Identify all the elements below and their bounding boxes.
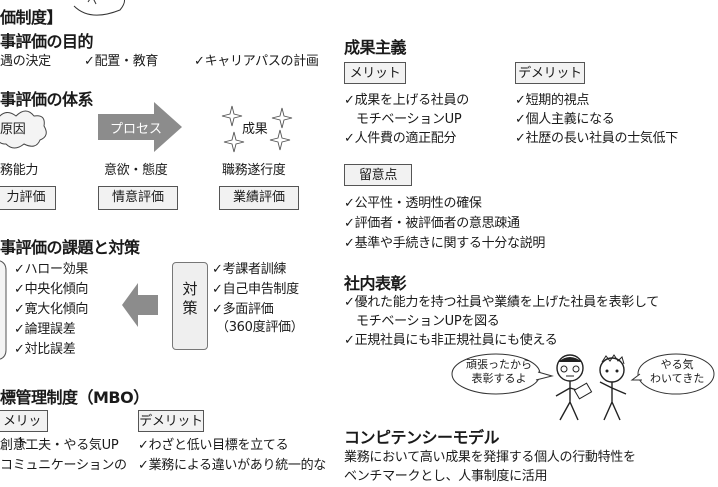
boss-figure-icon: [555, 354, 593, 421]
speech-bubble-left-shape: [451, 353, 554, 395]
hyosho-item: ✓正規社員にも非正規社員にも使える: [344, 333, 558, 348]
measure-item: ✓考課者訓練: [212, 262, 287, 277]
page-header-partial: 価制度】: [0, 8, 63, 27]
seika-demerit-item: ✓個人主義になる: [515, 112, 615, 127]
competency-title: コンピテンシーモデル: [344, 428, 500, 447]
measure-item: ✓自己申告制度: [212, 282, 299, 297]
system-column-label: 務能力: [0, 163, 39, 178]
cause-cloud-shape: [0, 110, 47, 149]
speech-bubble-left-line: 頑張ったから: [466, 358, 532, 371]
performance-evaluation-box: 業績評価: [219, 186, 299, 210]
seika-note-item: ✓基準や手続きに関する十分な説明: [344, 236, 546, 251]
problem-item: ✓対比誤差: [14, 342, 76, 357]
hyosho-item: ✓優れた能力を持つ社員や業績を上げた社員を表彰して: [344, 295, 660, 310]
measure-item: ✓多面評価: [212, 302, 274, 317]
seika-notes-label: 留意点: [344, 164, 412, 186]
decorative-bubble-icon: [73, 0, 125, 16]
speech-bubble-right-line: わいてきた: [650, 372, 705, 385]
mbo-title: 標管理制度（MBO）: [0, 388, 149, 407]
seika-note-item: ✓公平性・透明性の確保: [344, 196, 482, 211]
issues-title: 事評価の課題と対策: [0, 238, 140, 257]
ability-evaluation-box: 力評価: [0, 186, 56, 210]
mbo-demerit-label: デメリット: [138, 410, 204, 432]
seika-demerit-item: ✓社歴の長い社員の士気低下: [515, 131, 678, 146]
seika-merit-label: メリット: [344, 62, 406, 84]
problem-item: ✓ハロー効果: [14, 262, 89, 277]
purpose-item: ✓配置・教育: [84, 54, 159, 69]
seika-demerit-label: デメリット: [515, 62, 585, 84]
competency-line: 業務において高い成果を発揮する個人の行動特性を: [344, 450, 636, 465]
seika-note-item: ✓評価者・被評価者の意思疎通: [344, 216, 520, 231]
problem-item: ✓論理誤差: [14, 322, 76, 337]
left-arrow-shape: [122, 283, 158, 327]
seika-title: 成果主義: [344, 38, 407, 57]
mbo-demerit-item: ✓わざと低い目標を立てる: [138, 438, 289, 453]
purpose-item: 遇の決定: [0, 54, 51, 69]
process-label: プロセス: [110, 122, 163, 137]
sparkle-icon: [221, 105, 293, 153]
speech-bubble-right-shape: [630, 353, 715, 395]
measures-label-box: 対策: [172, 262, 208, 350]
speech-bubble-right-line: やる気: [660, 358, 694, 371]
seika-merit-item: ✓人件費の適正配分: [344, 131, 457, 146]
seika-merit-item: モチベーションUP: [356, 112, 462, 127]
measure-item: （360度評価）: [216, 320, 304, 335]
cause-label: 原因: [0, 122, 26, 137]
attitude-evaluation-box: 情意評価: [98, 186, 178, 210]
seika-demerit-item: ✓短期的視点: [515, 93, 590, 108]
system-column-label: 職務遂行度: [222, 163, 286, 178]
mbo-merit-item: コミュニケーションの: [0, 458, 127, 473]
mbo-merit-item: 創意工夫・やる気UP: [0, 438, 119, 453]
process-arrow-shape: [98, 102, 182, 152]
mbo-demerit-item: ✓業務による違いがあり統一的な: [138, 458, 327, 473]
problem-item: ✓中央化傾向: [14, 282, 89, 297]
hyosho-item: モチベーションUPを図る: [356, 314, 500, 329]
measures-label: 対策: [180, 281, 199, 319]
seika-merit-item: ✓成果を上げる社員の: [344, 93, 469, 108]
competency-line: ベンチマークとし、人事制度に活用: [344, 469, 548, 484]
employee-figure-icon: [599, 354, 627, 421]
system-column-label: 意欲・態度: [104, 163, 168, 178]
speech-bubble-left-text: 頑張ったから 表彰するよ: [466, 358, 532, 386]
system-title: 事評価の体系: [0, 90, 94, 109]
mbo-merit-label: メリット: [0, 410, 48, 451]
hyosho-title: 社内表彰: [344, 274, 407, 293]
problems-bracket-shape: [0, 260, 7, 360]
result-label: 成果: [242, 122, 268, 137]
speech-bubble-right-text: やる気 わいてきた: [650, 358, 704, 386]
purpose-title: 事評価の目的: [0, 32, 94, 51]
speech-bubble-left-line: 表彰するよ: [471, 372, 527, 385]
purpose-item: ✓キャリアパスの計画: [194, 54, 319, 69]
problem-item: ✓寛大化傾向: [14, 302, 89, 317]
